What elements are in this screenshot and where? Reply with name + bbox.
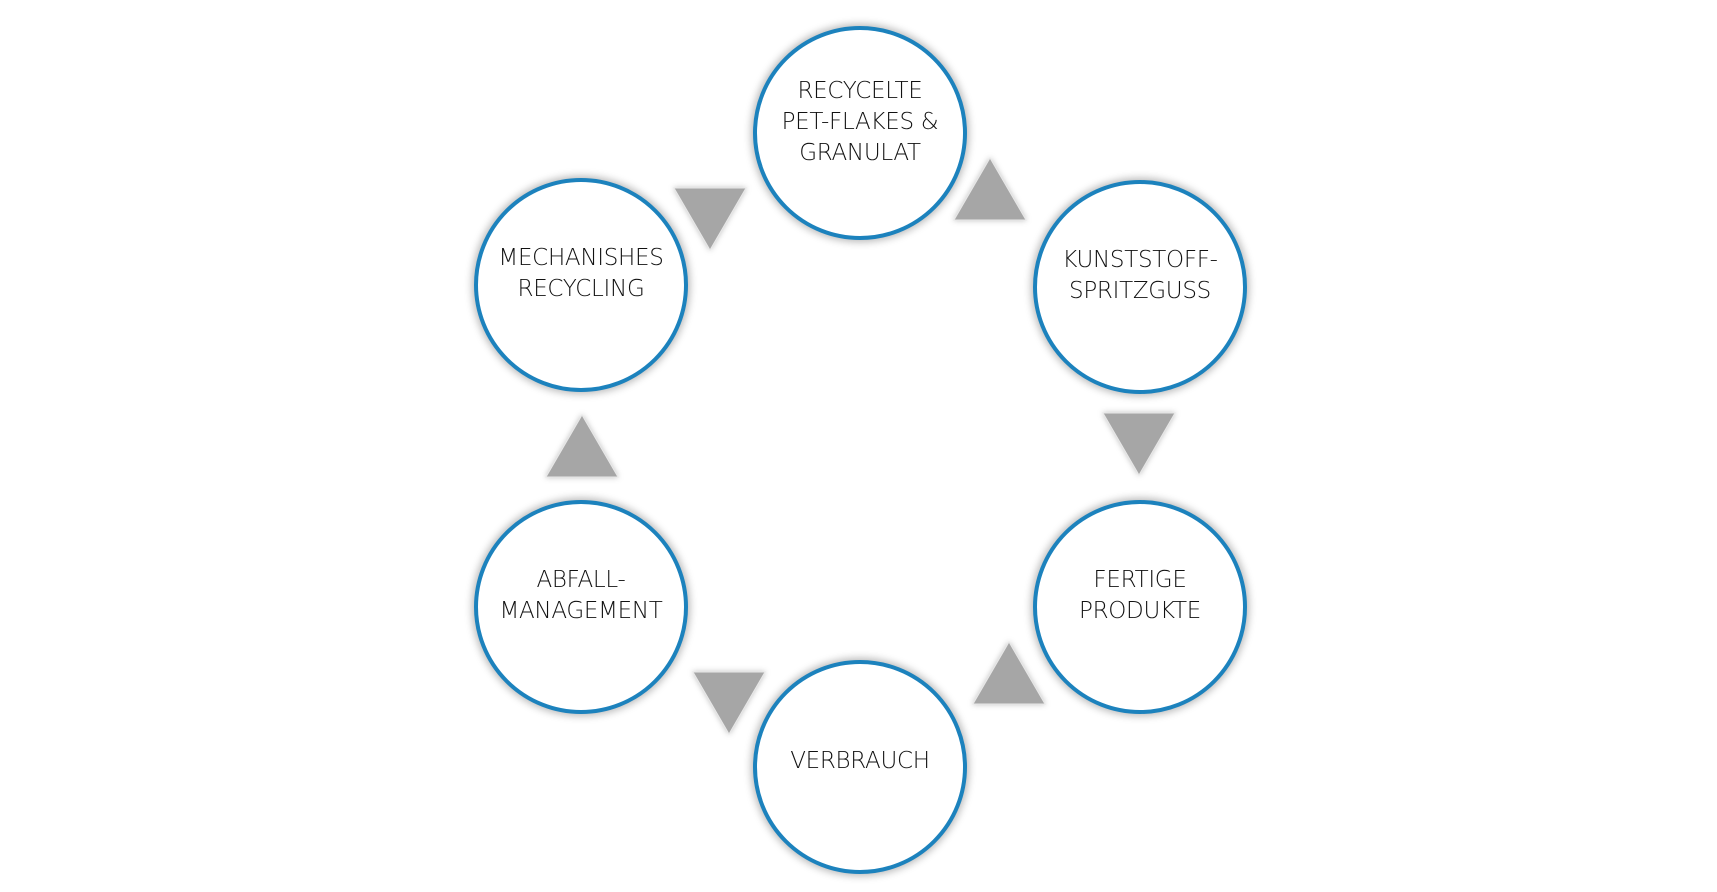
node-label: VERBRAUCH (790, 747, 930, 774)
triangle-down-shape (673, 187, 747, 251)
node-consumption: VERBRAUCH (753, 660, 967, 874)
arrow-up-icon (953, 157, 1027, 221)
node-label: RECYCELTE PET-FLAKES & GRANULAT (781, 77, 939, 166)
node-injection-molding: KUNSTSTOFF- SPRITZGUSS (1033, 180, 1247, 394)
triangle-up-shape (953, 157, 1027, 221)
node-label: KUNSTSTOFF- SPRITZGUSS (1062, 247, 1218, 304)
node-label: FERTIGE PRODUKTE (1079, 567, 1201, 624)
arrow-down-icon (692, 671, 766, 735)
node-label: MECHANISHES RECYCLING (498, 245, 664, 302)
node-mechanical-recycling: MECHANISHES RECYCLING (474, 178, 688, 392)
node-recycled-pet-flakes: RECYCELTE PET-FLAKES & GRANULAT (753, 26, 967, 240)
node-finished-products: FERTIGE PRODUKTE (1033, 500, 1247, 714)
triangle-up-shape (545, 414, 619, 478)
arrow-down-icon (673, 187, 747, 251)
triangle-down-shape (692, 671, 766, 735)
arrow-up-icon (972, 641, 1046, 705)
node-waste-management: ABFALL- MANAGEMENT (474, 500, 688, 714)
triangle-up-shape (972, 641, 1046, 705)
arrow-down-icon (1102, 412, 1176, 476)
arrow-up-icon (545, 414, 619, 478)
triangle-down-shape (1102, 412, 1176, 476)
node-label: ABFALL- MANAGEMENT (499, 567, 663, 624)
